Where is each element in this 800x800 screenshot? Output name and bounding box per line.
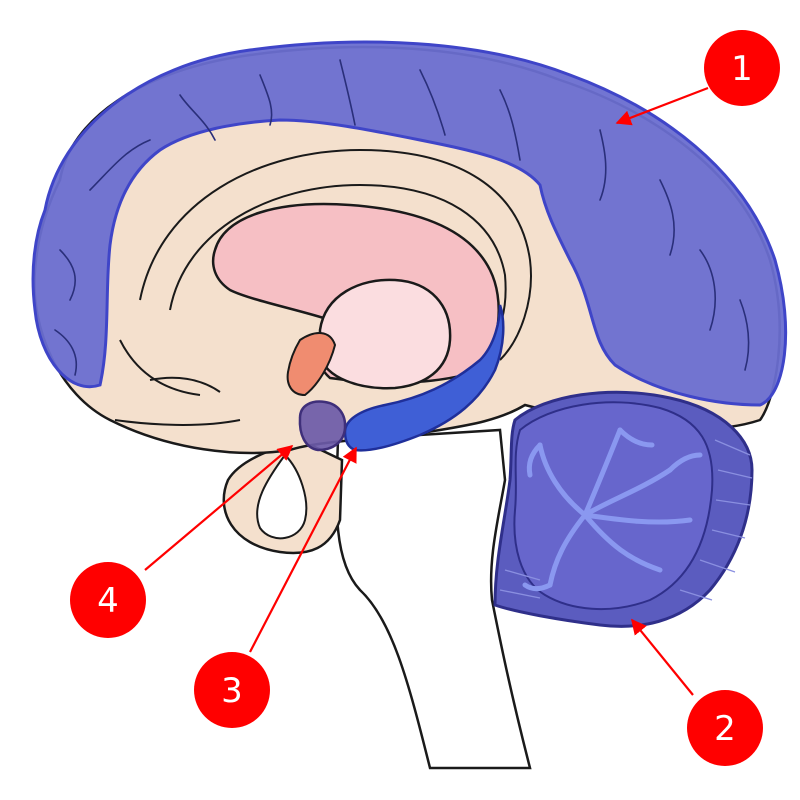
medial-sulci <box>114 148 532 426</box>
fornix-region <box>286 332 337 397</box>
cortex-gyri <box>54 59 750 376</box>
arrow-1 <box>615 86 709 126</box>
cerebral-cortex <box>31 40 788 407</box>
callout-2[interactable]: 2 <box>687 690 763 766</box>
arrow-4 <box>144 445 294 571</box>
callout-1[interactable]: 1 <box>704 30 780 106</box>
callout-1-label: 1 <box>731 49 753 89</box>
cerebellum <box>493 390 754 628</box>
callout-3[interactable]: 3 <box>194 652 270 728</box>
pituitary-hollow <box>256 453 308 540</box>
hippocampus <box>343 304 505 452</box>
callout-4-label: 4 <box>97 581 119 621</box>
pointer-arrows <box>144 86 709 696</box>
callout-2-label: 2 <box>714 709 736 749</box>
arrow-3 <box>249 446 357 653</box>
amygdala <box>298 400 347 452</box>
callout-4[interactable]: 4 <box>70 562 146 638</box>
arrow-2 <box>631 618 694 696</box>
thalamus <box>318 278 452 390</box>
brainstem <box>335 428 532 770</box>
callout-3-label: 3 <box>221 671 243 711</box>
